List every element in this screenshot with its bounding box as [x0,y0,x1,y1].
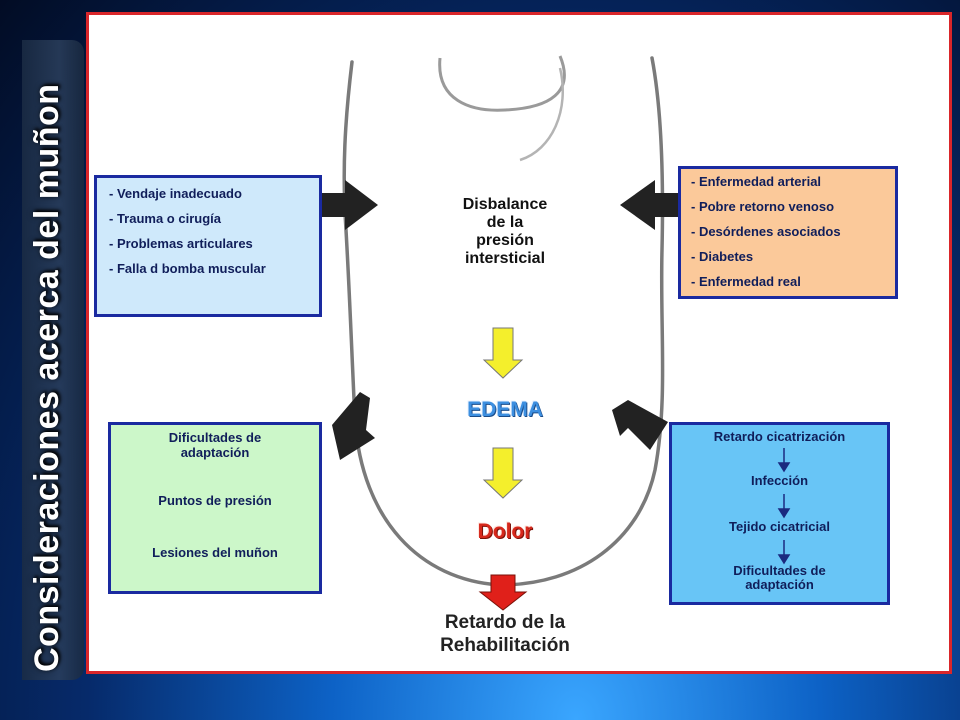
causes-box-left: - Vendaje inadecuado - Trauma o cirugía … [94,175,322,317]
text-line: adaptación [180,445,250,460]
text-line: presión [476,232,534,249]
list-item: - Pobre retorno venoso [691,199,835,214]
consequence-lesions: Lesiones del muñon [152,545,278,560]
text-line: de la [486,214,524,231]
navy-arrow-3 [777,540,791,565]
arrow-red [478,574,528,611]
stump-inner-fold [519,67,565,162]
arrow-out-bottom-right [612,400,668,450]
consequence-adaptation: Dificultades de adaptación [111,430,319,460]
list-item: - Enfermedad real [691,274,801,289]
consequence-infection: Infección [750,473,809,488]
list-item: - Trauma o cirugía [109,211,221,226]
edema-label: EDEMA [467,398,543,421]
text-line: Rehabilitación [440,635,570,656]
text-line: intersticial [464,250,546,267]
arrow-yellow-2 [482,447,524,499]
list-item: - Falla d bomba muscular [109,261,266,276]
arrow-in-top-left [322,180,378,230]
consequence-pressure-points: Puntos de presión [158,493,272,508]
text-line: adaptación [745,577,814,592]
consequence-healing-delay: Retardo cicatrización [713,429,846,444]
list-item: - Problemas articulares [109,236,253,251]
text-line: Retardo de la [444,612,566,633]
consequence-adaptation: Dificultades de adaptación [672,564,887,592]
consequences-box-left: Dificultades de adaptación Puntos de pre… [108,422,322,594]
consequence-scar-tissue: Tejido cicatricial [729,519,830,534]
navy-arrow-2 [777,494,791,519]
dolor-label: Dolor [477,520,533,543]
list-item: - Desórdenes asociados [691,224,841,239]
list-item: - Diabetes [691,249,754,264]
arrow-yellow-1 [482,327,524,379]
text-line: Dificultades de [168,430,262,445]
list-item: - Enfermedad arterial [691,174,822,189]
arrow-out-bottom-left [332,392,375,460]
causes-box-right: - Enfermedad arterial - Pobre retorno ve… [678,166,898,299]
disbalance-label: Disbalance de la presión intersticial [420,196,590,268]
list-item: - Vendaje inadecuado [109,186,242,201]
side-panel [22,40,84,680]
navy-arrow-1 [777,448,791,473]
text-line: Dificultades de [733,563,826,578]
text-line: Disbalance [462,196,548,213]
retardo-label: Retardo de la Rehabilitación [390,611,620,657]
consequences-box-right: Retardo cicatrización Infección Tejido c… [669,422,890,605]
arrow-in-top-right [620,180,678,230]
